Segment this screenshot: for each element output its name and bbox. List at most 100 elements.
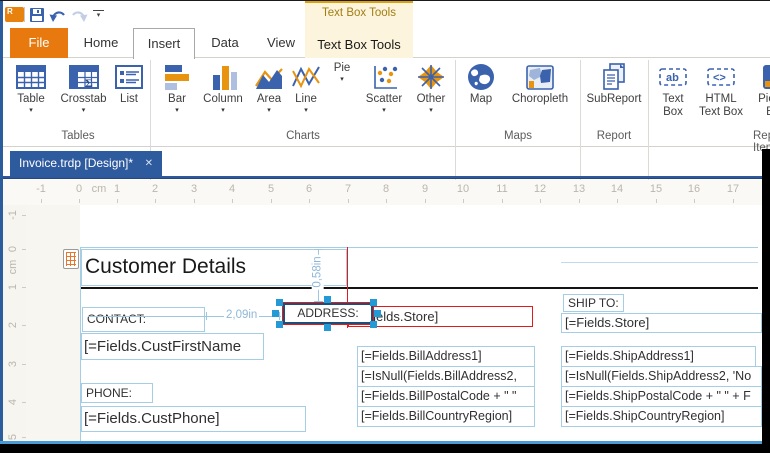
dimension-tick	[206, 312, 207, 320]
document-tab-invoice[interactable]: Invoice.trdp [Design]* ✕	[10, 151, 162, 176]
dropdown-arrow-icon[interactable]: ▾	[429, 107, 433, 114]
textbox-ship-postal-code[interactable]: [=Fields.ShipPostalCode + " " + F	[561, 386, 762, 407]
ribbon-item-scatter[interactable]: Scatter ▾	[358, 62, 410, 142]
textbox-address-label-selected[interactable]: ADDRESS:	[282, 302, 374, 325]
ribbon-item-column[interactable]: Column ▾	[198, 62, 248, 142]
group-label-tables: Tables	[61, 130, 95, 142]
section-left-border	[80, 247, 81, 441]
textbox-ship-address2[interactable]: [=IsNull(Fields.ShipAddress2, 'No	[561, 366, 762, 387]
redo-icon[interactable]	[70, 8, 88, 23]
screen-right-black	[762, 149, 770, 453]
section-selector-icon[interactable]	[63, 249, 79, 269]
column-chart-icon	[213, 66, 237, 90]
horizontal-rule-element[interactable]	[81, 287, 758, 289]
textbox-bill-address1[interactable]: [=Fields.BillAddress1]	[357, 346, 535, 367]
resize-handle[interactable]	[276, 321, 283, 328]
dropdown-arrow-icon[interactable]: ▾	[304, 107, 308, 114]
textbox-bill-address2[interactable]: [=IsNull(Fields.BillAddress2,	[357, 366, 535, 387]
ribbon-item-label: Other	[416, 93, 446, 105]
ribbon: Table ▾ Σ Crosstab ▾ List Tables	[0, 58, 770, 198]
ruler-label: 17	[726, 183, 740, 195]
qat-separator	[24, 7, 25, 22]
resize-handle[interactable]	[276, 299, 283, 306]
tabstrip-divider	[0, 176, 762, 179]
ribbon-item-pie[interactable]: Pie ▾	[326, 62, 358, 142]
group-separator	[580, 60, 581, 198]
textbox-cust-first-name[interactable]: [=Fields.CustFirstName	[81, 333, 264, 360]
ruler-label: 10	[456, 183, 470, 195]
close-icon[interactable]: ✕	[144, 158, 153, 169]
resize-handle[interactable]	[324, 296, 331, 303]
ribbon-item-crosstab[interactable]: Σ Crosstab ▾	[55, 62, 112, 142]
ribbon-item-picture-box[interactable]: Picture Box	[750, 62, 770, 142]
html-text-box-icon: <>	[707, 68, 735, 86]
dropdown-arrow-icon[interactable]: ▾	[221, 107, 225, 114]
tab-text-box-tools[interactable]: Text Box Tools	[317, 37, 401, 52]
qat-customize-dropdown-icon[interactable]: ▾	[93, 10, 104, 23]
ribbon-item-label: Line	[295, 93, 317, 105]
textbox-contact-label[interactable]: CONTACT:	[82, 307, 205, 332]
ruler-label: 3	[7, 360, 19, 368]
ribbon-item-choropleth[interactable]: Choropleth	[505, 62, 575, 142]
ruler-label: 12	[533, 183, 547, 195]
save-icon[interactable]	[29, 7, 45, 23]
textbox-ship-store[interactable]: [=Fields.Store]	[561, 313, 762, 333]
ribbon-item-area[interactable]: Area ▾	[250, 62, 288, 142]
ruler-label: 1	[113, 183, 121, 195]
textbox-address-text: ADDRESS:	[283, 303, 373, 324]
ruler-label: 6	[305, 183, 313, 195]
ribbon-item-line[interactable]: Line ▾	[288, 62, 324, 142]
area-chart-icon	[255, 68, 283, 89]
textbox-ship-country-region[interactable]: [=Fields.ShipCountryRegion]	[561, 406, 762, 427]
resize-handle[interactable]	[324, 324, 331, 331]
textbox-phone-label[interactable]: PHONE:	[81, 383, 153, 403]
ribbon-item-label: Area	[256, 93, 282, 105]
section-top-border	[80, 247, 758, 248]
dropdown-arrow-icon[interactable]: ▾	[340, 76, 344, 83]
ribbon-item-other[interactable]: Other ▾	[410, 62, 452, 142]
textbox-bill-country-region[interactable]: [=Fields.BillCountryRegion]	[357, 406, 535, 427]
resize-handle[interactable]	[374, 310, 381, 317]
app-logo-icon[interactable]: R	[5, 7, 24, 22]
textbox-section-title[interactable]: Customer Details	[81, 249, 347, 286]
ruler-label: 15	[649, 183, 663, 195]
textbox-ship-to-label[interactable]: SHIP TO:	[563, 294, 624, 312]
dropdown-arrow-icon[interactable]: ▾	[175, 107, 179, 114]
textbox-bill-postal-code[interactable]: [=Fields.BillPostalCode + " "	[357, 386, 535, 407]
textbox-cust-phone[interactable]: [=Fields.CustPhone]	[81, 406, 306, 432]
tab-data[interactable]: Data	[211, 35, 239, 50]
ribbon-item-label: Column	[203, 93, 243, 105]
ribbon-item-table[interactable]: Table ▾	[8, 62, 54, 142]
ribbon-item-list[interactable]: List	[110, 62, 148, 142]
ribbon-item-label: Pie	[333, 62, 351, 74]
svg-text:Σ: Σ	[85, 76, 93, 90]
resize-handle[interactable]	[370, 321, 377, 328]
resize-handle[interactable]	[272, 310, 279, 317]
ribbon-item-html-text-box[interactable]: <> HTML Text Box	[694, 62, 748, 142]
ribbon-item-bar[interactable]: Bar ▾	[158, 62, 196, 142]
tab-file[interactable]: File	[10, 28, 68, 58]
ribbon-item-label-line2: Box	[663, 106, 683, 118]
ruler-label: 9	[421, 183, 429, 195]
ribbon-item-map[interactable]: Map	[462, 62, 500, 142]
ribbon-item-subreport[interactable]: SubReport	[582, 62, 646, 142]
resize-handle[interactable]	[370, 299, 377, 306]
tab-home[interactable]: Home	[83, 35, 119, 50]
ruler-label: 2	[151, 183, 159, 195]
ribbon-item-label-line2: Box	[766, 106, 770, 118]
ruler-label: 8	[382, 183, 390, 195]
dropdown-arrow-icon[interactable]: ▾	[29, 107, 33, 114]
ribbon-item-label: Map	[469, 93, 493, 105]
tab-insert[interactable]: Insert	[133, 28, 195, 59]
undo-icon[interactable]	[49, 8, 67, 23]
dropdown-arrow-icon[interactable]: ▾	[81, 107, 86, 114]
dropdown-arrow-icon[interactable]: ▾	[267, 107, 271, 114]
ribbon-item-label: Scatter	[365, 93, 403, 105]
dropdown-arrow-icon[interactable]: ▾	[382, 107, 386, 114]
ruler-label: cm	[91, 183, 107, 195]
ruler-label: 4	[228, 183, 236, 195]
textbox-ship-address1[interactable]: [=Fields.ShipAddress1]	[561, 346, 756, 367]
ribbon-item-text-box[interactable]: ab Text Box	[652, 62, 694, 142]
tab-view[interactable]: View	[267, 35, 295, 50]
